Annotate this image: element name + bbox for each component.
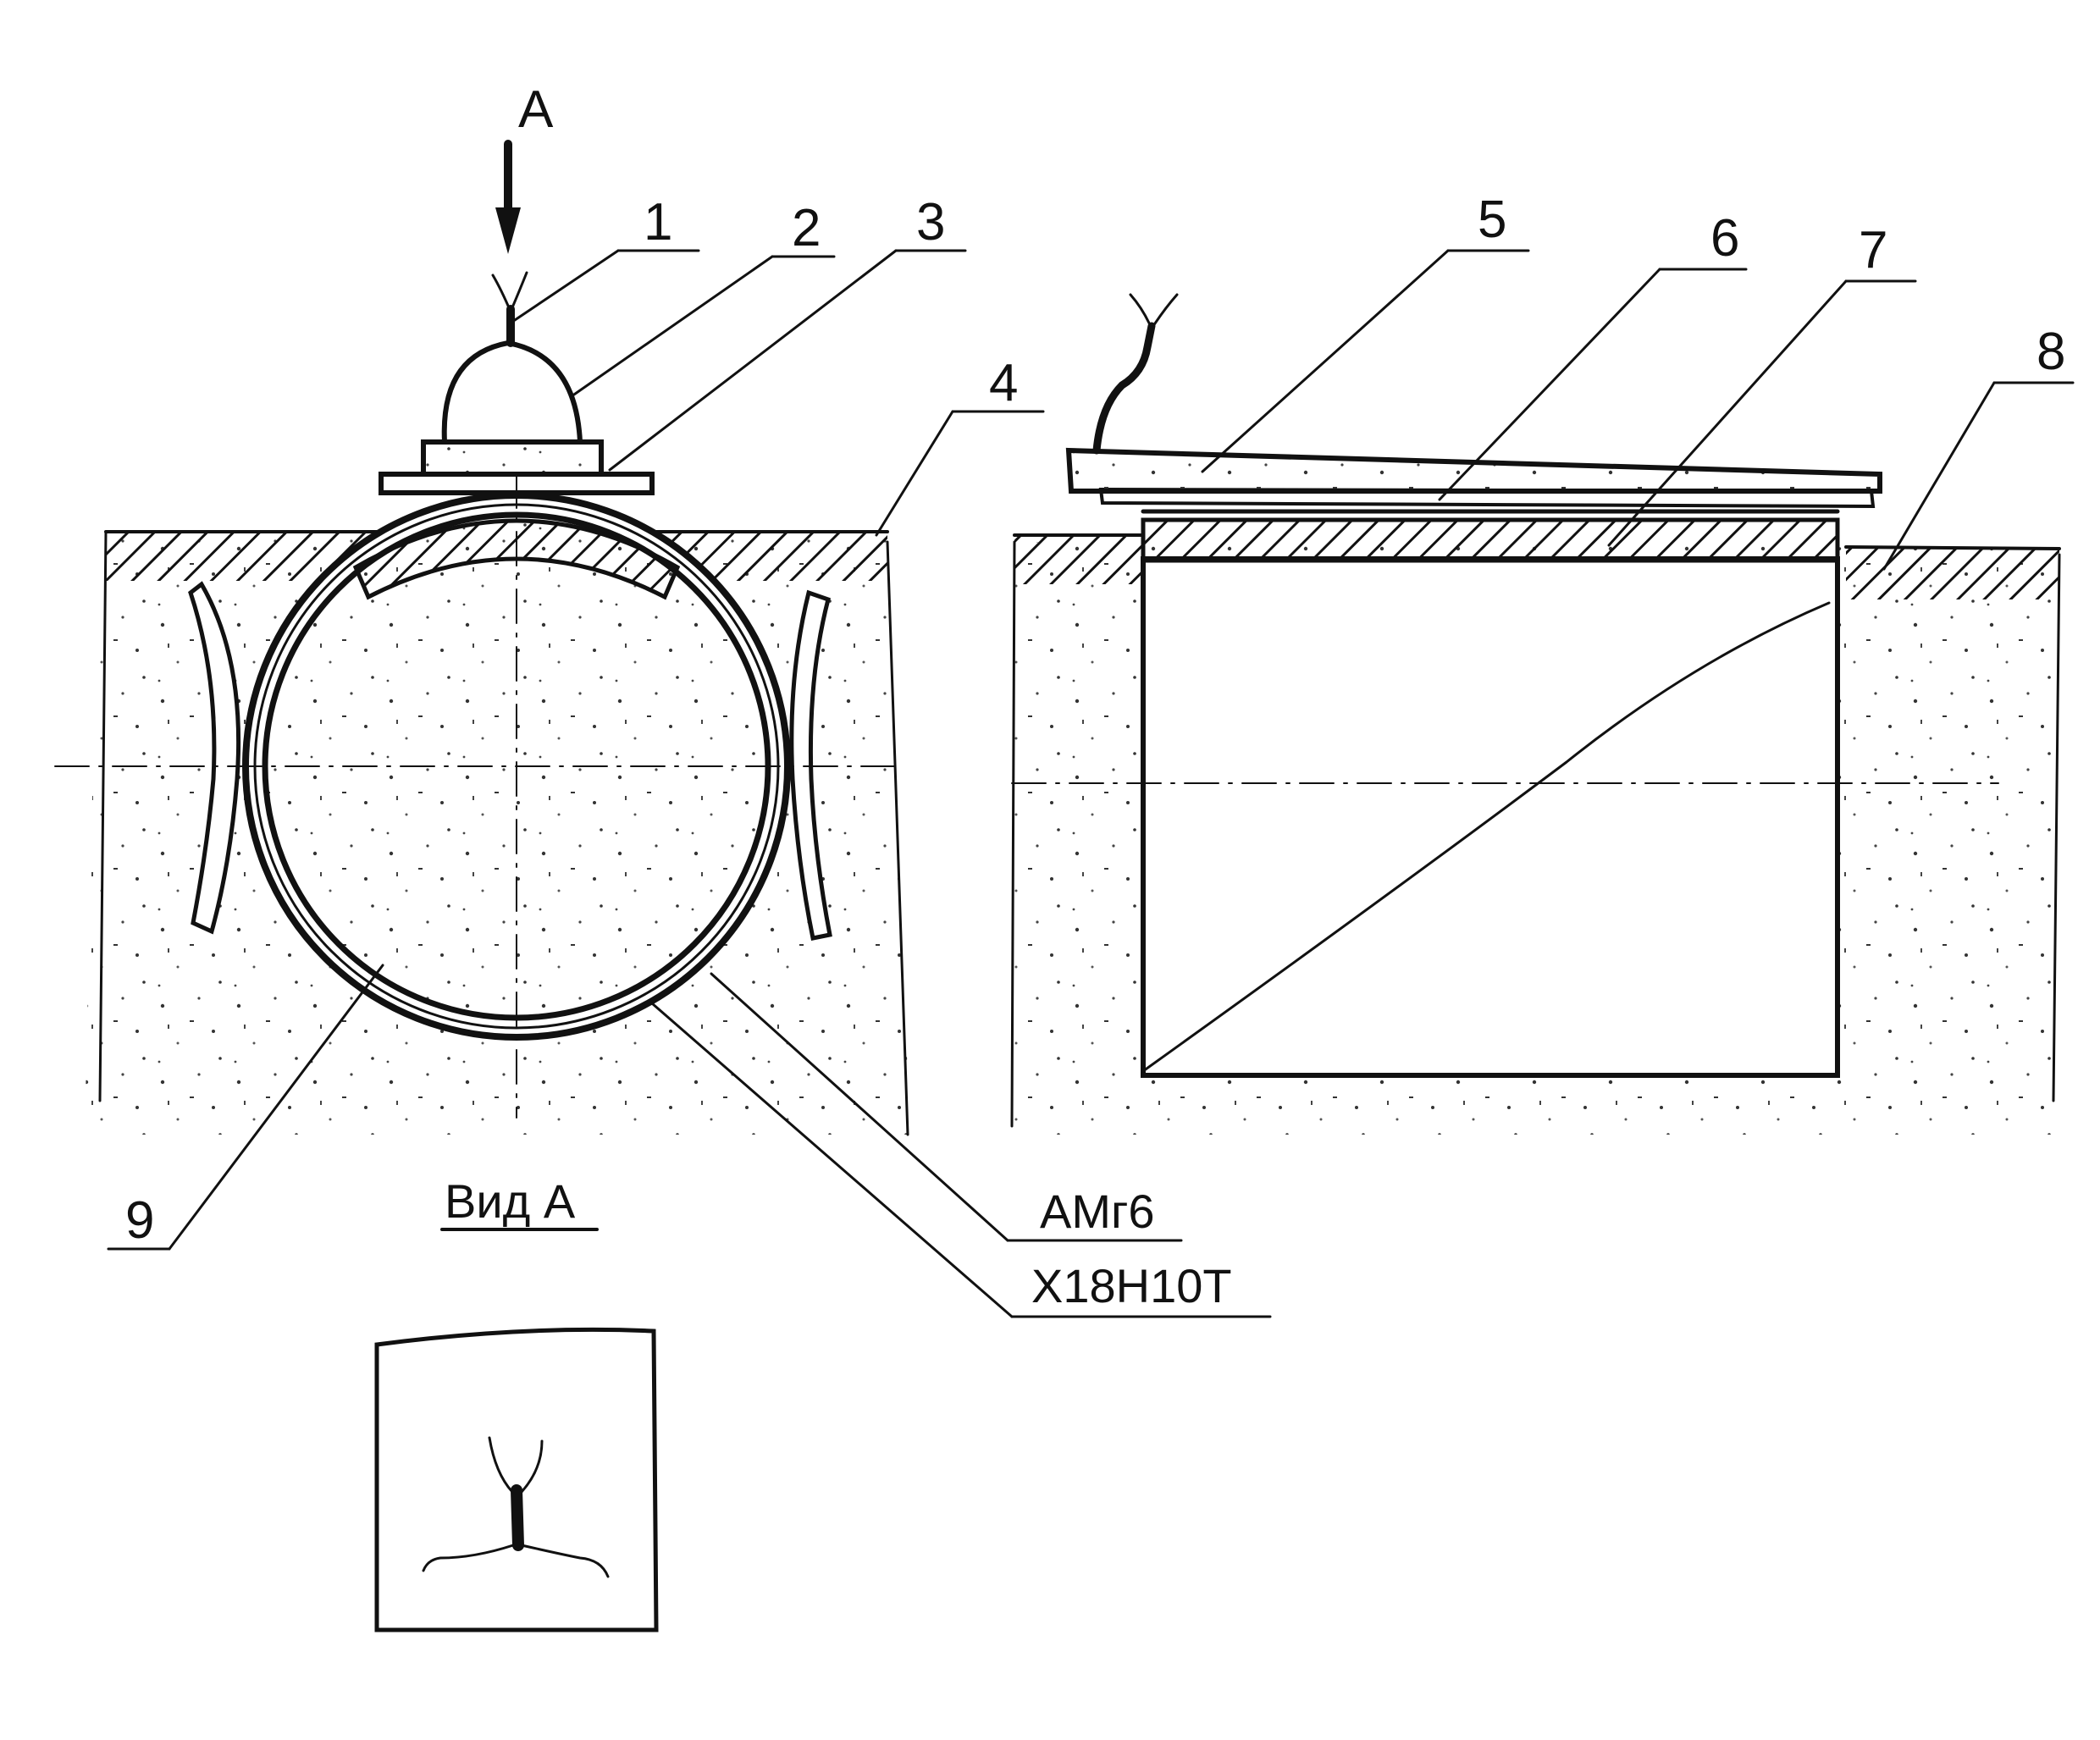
- sensor-dome: [441, 340, 583, 445]
- view-a-caption: Вид А: [445, 1174, 576, 1228]
- callout-4: 4: [989, 354, 1018, 412]
- view-arrow-label: А: [518, 80, 554, 139]
- material-amg6: АМг6: [1040, 1185, 1155, 1238]
- callout-9: 9: [125, 1191, 154, 1250]
- material-kh18n10t: Х18Н10Т: [1031, 1259, 1232, 1312]
- sensor-plate: [421, 439, 604, 477]
- callout-5: 5: [1478, 191, 1506, 249]
- soil-surface-hatch-right-a: [1014, 535, 1141, 584]
- callout-8: 8: [2036, 323, 2065, 381]
- callout-6: 6: [1710, 209, 1739, 268]
- callout-3: 3: [916, 193, 945, 251]
- clamp-strap-left: [188, 581, 241, 935]
- view-a-frame: [374, 1327, 659, 1632]
- soil-surface-hatch-right-b: [1846, 547, 2059, 599]
- view-a-detail: Вид А: [374, 1174, 659, 1632]
- pipe-longitudinal-body: [1141, 556, 1840, 1078]
- callout-7: 7: [1859, 221, 1887, 279]
- material-leaders: АМг6 Х18Н10Т: [650, 972, 1272, 1318]
- longitudinal-insert: [1141, 517, 1840, 563]
- callout-2: 2: [792, 199, 821, 257]
- sensor-long-plate: [1065, 447, 1882, 494]
- pipe-top-insert: [352, 518, 681, 600]
- callout-1: 1: [644, 193, 672, 251]
- callouts: 1 2 3 4 5 6 7 8 9: [107, 191, 2075, 1251]
- cross-section-view: А: [54, 80, 910, 1136]
- longitudinal-view: [1010, 293, 2061, 1135]
- view-arrow-head: [495, 207, 521, 254]
